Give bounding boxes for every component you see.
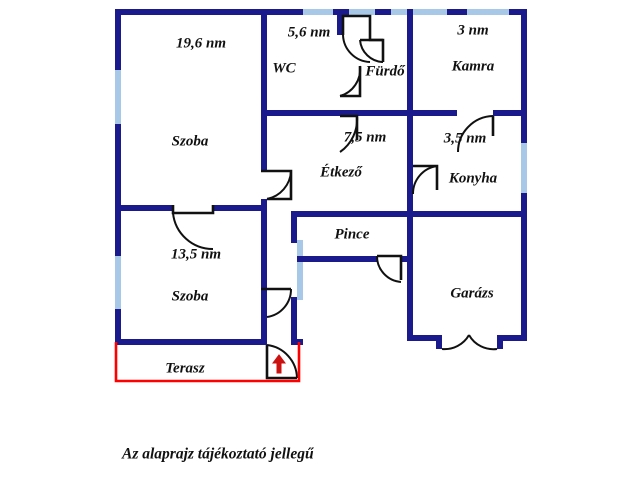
area-label-konyha: 3,5 nm [443,130,487,146]
room-label-wc: WC [272,60,296,76]
wall-div-wc-bottom [261,110,361,116]
entry-arrow-icon [272,354,286,374]
window-right-1 [521,142,527,194]
wall-left-lower [115,309,121,345]
door-swing-etkezo [339,115,359,153]
wall-vert-szoba2-right [261,205,267,345]
door-jamb-szoba1 [261,169,293,201]
room-label-terasz: Terasz [165,360,205,376]
wall-bottom-szoba2 [115,339,267,345]
wall-top-right [509,9,527,15]
door-jamb-wc [341,14,383,42]
wall-garazs-bottom-right [497,335,527,341]
room-label-etkezo: Étkező [319,163,363,180]
door-jamb-terasz [265,345,297,380]
area-label-etkezo: 7,5 nm [344,129,387,145]
wall-div-kamra-bottom-left [407,110,457,116]
wall-vert-etkezo-left-upper [291,211,297,243]
wall-div-etkezo-bottom [291,211,413,217]
area-label-kamra: 3 nm [456,22,488,38]
window-top-1 [302,9,334,15]
wall-div-kamra-bottom-right [493,110,527,116]
wall-left-middle [115,124,121,256]
wall-left-upper [115,9,121,70]
wall-vert-konyha-left [407,110,413,217]
door-swing-furdo [359,39,384,63]
door-swings-group [172,34,498,379]
wall-top-left [115,9,303,15]
entry-arrow-shape [272,354,286,374]
wall-div-furdo-bottom [355,110,413,116]
wall-right-lower [521,193,527,341]
wall-div-pince-bottom [297,256,377,262]
area-label-szoba-2: 13,5 nm [171,246,221,262]
wall-garazs-jamb-left [436,335,442,349]
windows-group [115,9,527,310]
wall-div-szoba-right [213,205,267,211]
door-jamb-furdo-2 [360,38,385,62]
wall-div-konyha-bottom [407,211,527,217]
terrace-outline [114,342,301,383]
window-interior-terrace [297,240,303,300]
wall-vert-etkezo-left-lower [291,297,297,345]
area-label-wc: 5,6 nm [288,24,331,40]
window-top-4 [466,9,510,15]
door-swing-kamra [457,115,494,153]
window-left-2 [115,255,121,310]
door-swing-szoba2 [266,288,293,318]
room-label-garazs: Garázs [450,285,494,301]
area-label-szoba-1: 19,6 nm [176,35,226,51]
door-swing-szoba1 [266,170,292,200]
door-swing-pince [375,255,402,283]
door-swing-szoba-div [172,212,214,251]
room-label-szoba-2: Szoba [172,288,209,304]
plan-caption: Az alaprajz tájékoztató jellegű [121,446,315,463]
wall-garazs-jamb-right [497,335,503,349]
room-label-furdo: Fürdő [364,63,406,79]
wall-garazs-bottom-left [407,335,442,341]
wall-vert-szoba1-right [261,9,267,171]
door-swing-garazs-left [441,334,470,351]
wall-vert-wc-right [337,9,343,35]
wall-vert-kamra-left [407,9,413,116]
wall-right-upper [521,9,527,143]
door-swing-garazs-right [468,334,498,351]
wall-top-seg-c [447,9,467,15]
wall-top-seg-b [375,9,391,15]
door-jamb-szoba-div [171,205,215,215]
wall-div-szoba-left [115,205,173,211]
room-label-konyha: Konyha [448,170,498,186]
door-jambs-group [171,14,495,380]
room-label-kamra: Kamra [451,58,495,74]
door-swing-furdo-lower [339,65,362,97]
door-swing-terasz [266,344,298,379]
door-swing-konyha [411,165,438,195]
window-left-1 [115,69,121,125]
walls-group [115,9,527,349]
terrace-group [114,342,301,383]
window-top-3 [390,9,448,15]
wall-vert-pince-garazs [407,211,413,341]
labels-group: 19,6 nm Szoba 5,6 nm WC Fürdő 3 nm Kamra… [121,22,498,462]
room-label-pince: Pince [335,226,370,242]
door-swing-wc [342,34,371,63]
window-top-2 [348,9,376,15]
door-jamb-pince [377,254,403,280]
room-label-szoba-1: Szoba [172,133,209,149]
